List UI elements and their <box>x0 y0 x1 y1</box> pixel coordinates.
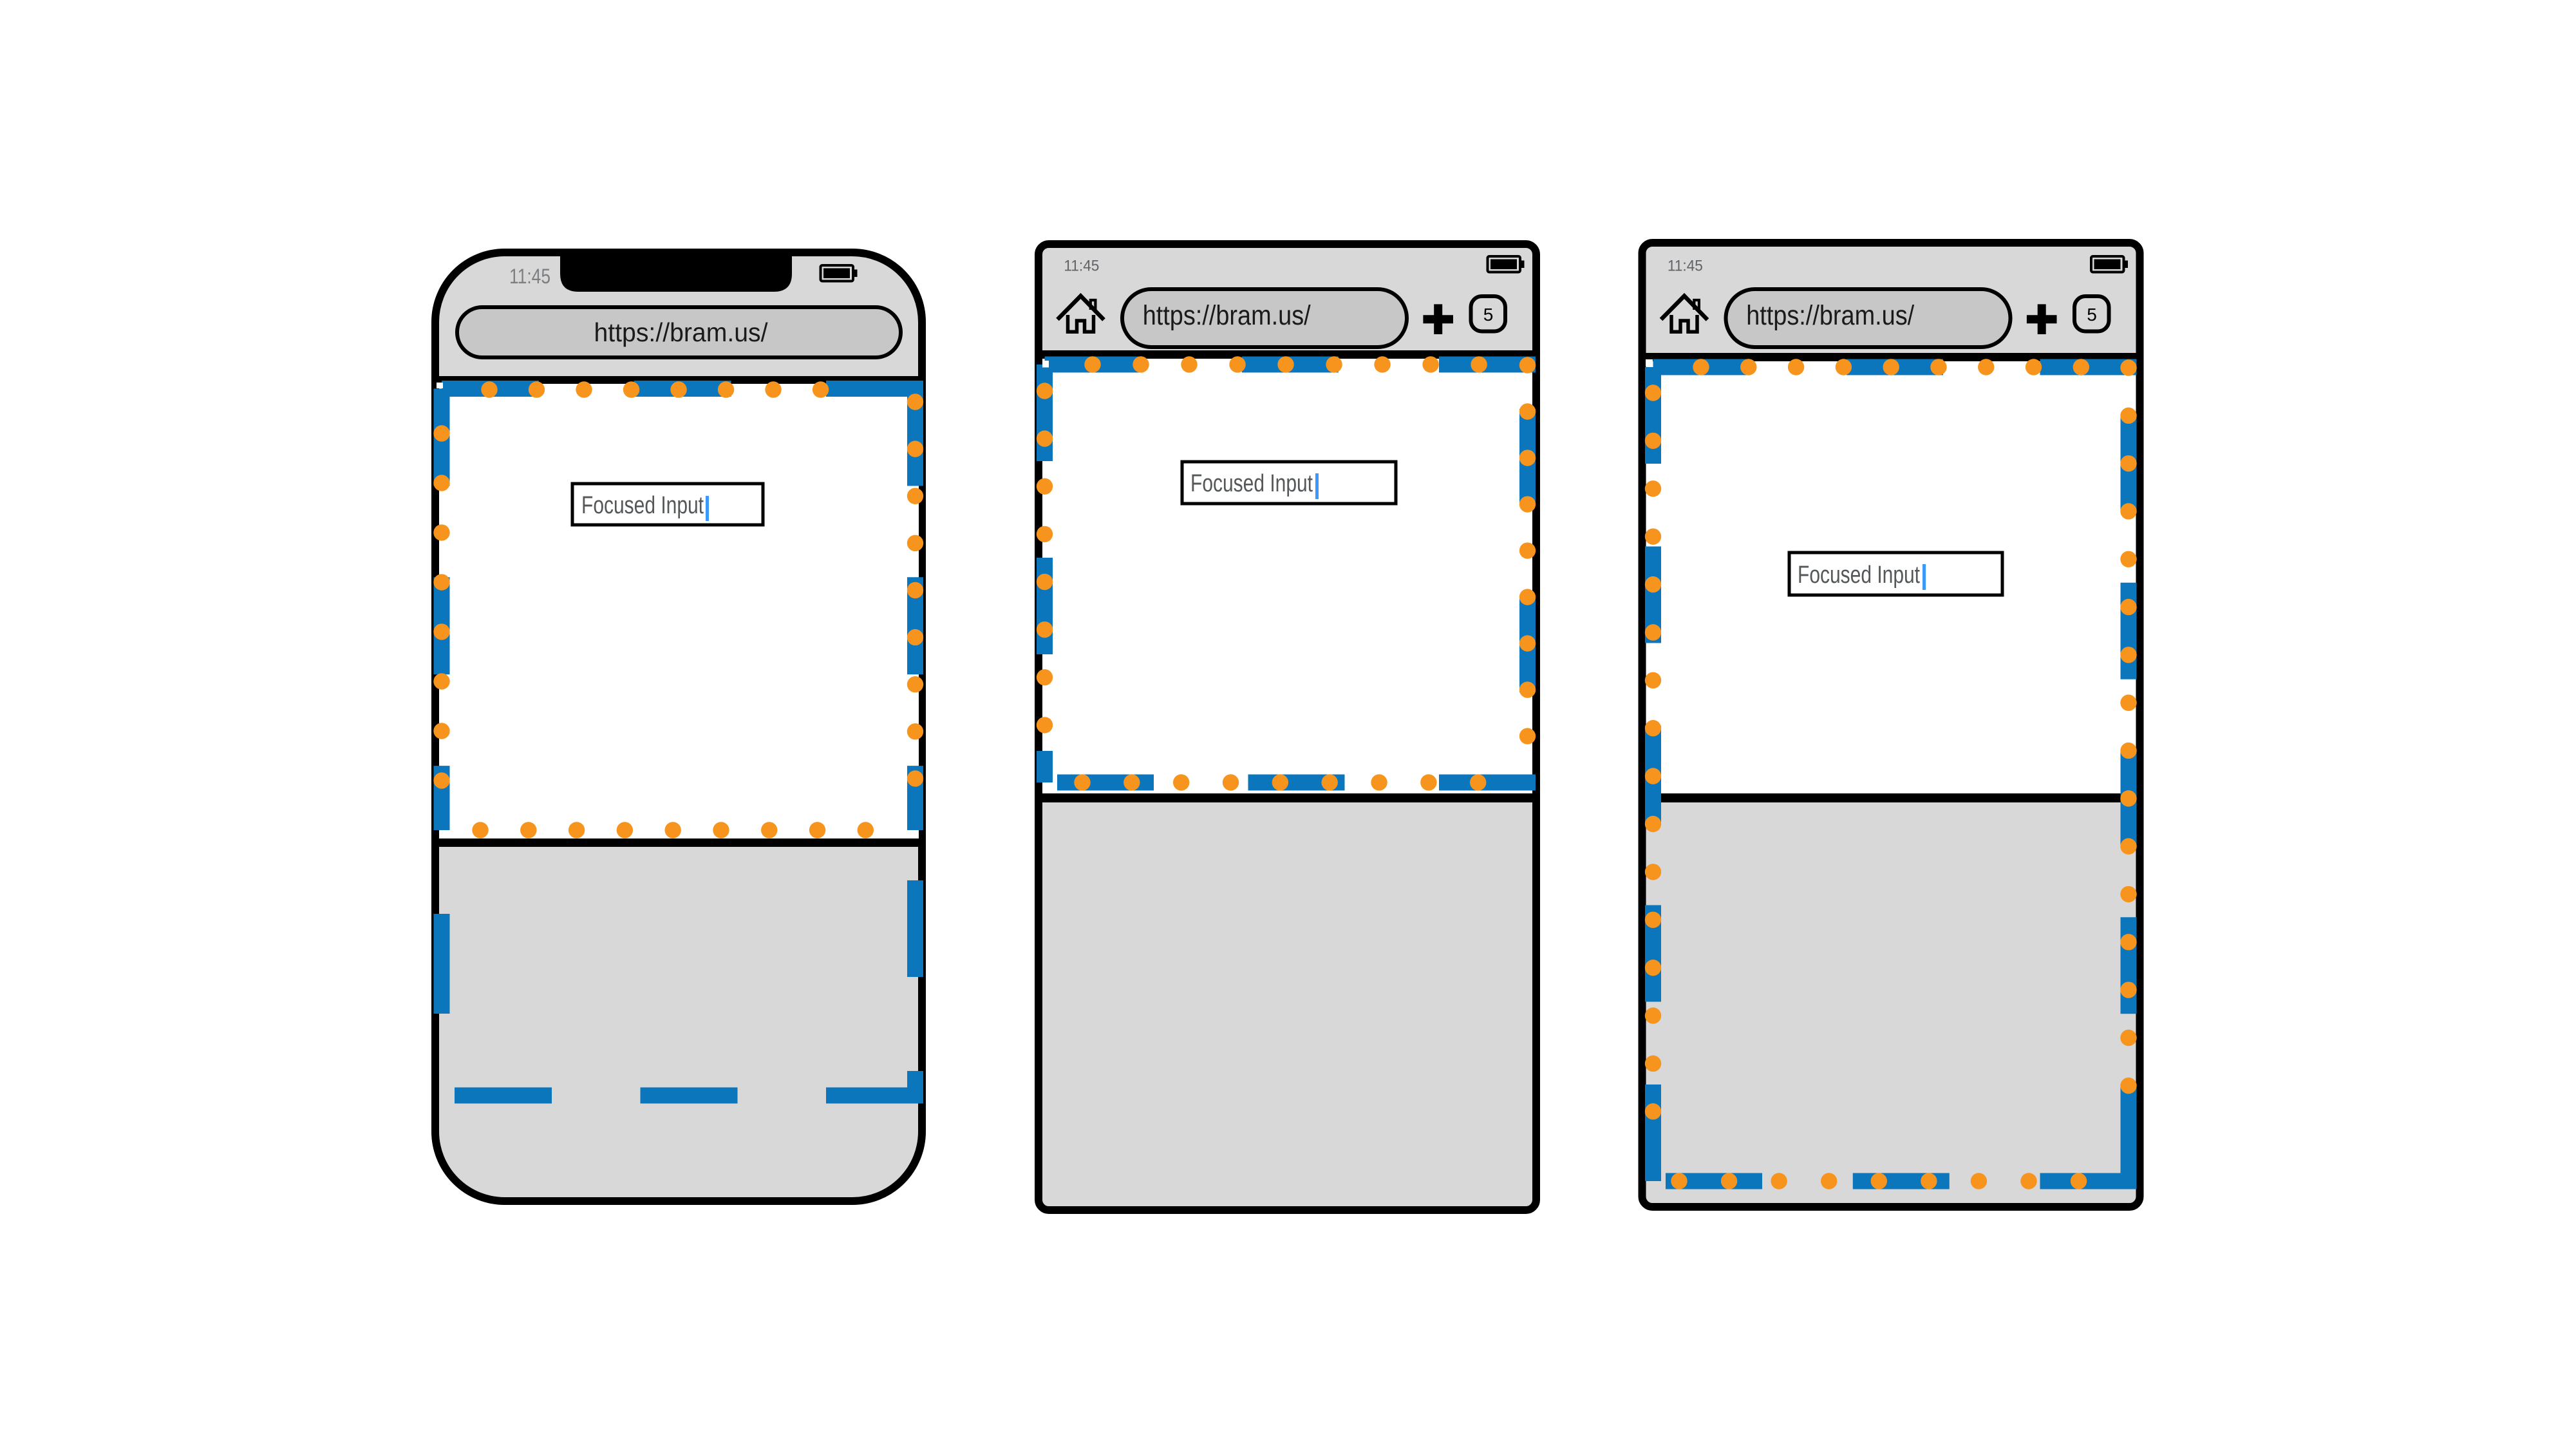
svg-text:5: 5 <box>1483 305 1494 325</box>
svg-text:https://bram.us/: https://bram.us/ <box>594 317 769 347</box>
svg-text:https://bram.us/: https://bram.us/ <box>1746 301 1914 331</box>
svg-text:Focused Input: Focused Input <box>1190 470 1313 497</box>
svg-text:5: 5 <box>2087 305 2097 325</box>
svg-text:Focused Input: Focused Input <box>581 492 704 519</box>
svg-text:11:45: 11:45 <box>1668 258 1703 275</box>
svg-text:Focused Input: Focused Input <box>1798 562 1920 589</box>
svg-text:11:45: 11:45 <box>509 265 550 288</box>
svg-text:11:45: 11:45 <box>1064 258 1099 275</box>
svg-text:https://bram.us/: https://bram.us/ <box>1143 301 1311 331</box>
